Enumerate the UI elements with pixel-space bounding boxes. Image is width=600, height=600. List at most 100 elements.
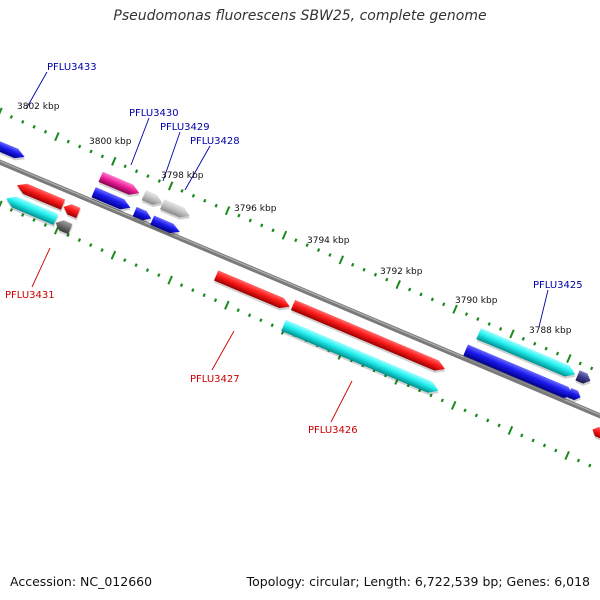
feature-pflu3431-red[interactable] bbox=[14, 180, 66, 213]
gene-label-PFLU3431[interactable]: PFLU3431 bbox=[5, 290, 55, 301]
outer-ruler-tick bbox=[430, 297, 434, 302]
feature-red-long-body[interactable] bbox=[290, 299, 447, 374]
gene-label-PFLU3433[interactable]: PFLU3433 bbox=[47, 62, 97, 73]
feature-blue-long[interactable] bbox=[463, 344, 578, 404]
feature-pflu3431-red-body[interactable] bbox=[15, 180, 66, 210]
gene-label-PFLU3428[interactable]: PFLU3428 bbox=[190, 136, 240, 147]
inner-ruler-tick bbox=[520, 433, 524, 438]
tick-label-3794: 3794 kbp bbox=[307, 236, 350, 246]
feature-forward-b-body[interactable] bbox=[132, 206, 153, 223]
feature-pflu3426[interactable] bbox=[281, 319, 442, 399]
outer-ruler-tick bbox=[464, 312, 469, 317]
feature-blue-small-body[interactable] bbox=[567, 388, 583, 402]
feature-pflu3425[interactable] bbox=[476, 328, 579, 382]
inner-ruler-tick bbox=[179, 283, 184, 288]
inner-ruler-tick bbox=[32, 218, 36, 222]
feature-red-small-body[interactable] bbox=[61, 202, 81, 219]
feature-pflu3428[interactable] bbox=[159, 199, 193, 223]
outer-ruler-tick bbox=[509, 329, 515, 339]
inner-ruler-tick bbox=[66, 233, 70, 237]
leader-pflu3430 bbox=[130, 117, 150, 166]
feature-forward-a[interactable] bbox=[91, 187, 134, 215]
feature-red-small[interactable] bbox=[61, 202, 82, 221]
outer-ruler-tick bbox=[328, 253, 332, 257]
feature-pflu3425-body[interactable] bbox=[476, 328, 577, 380]
gene-label-PFLU3425[interactable]: PFLU3425 bbox=[533, 280, 583, 291]
inner-ruler-tick bbox=[564, 450, 570, 461]
outer-ruler-tick bbox=[316, 248, 321, 252]
outer-ruler-tick bbox=[533, 341, 537, 346]
outer-ruler-tick bbox=[123, 164, 127, 169]
feature-pflu3433-tail-body[interactable] bbox=[0, 138, 27, 161]
outer-ruler-tick bbox=[134, 169, 139, 174]
leader-pflu3427 bbox=[211, 330, 235, 371]
outer-ruler-tick bbox=[157, 179, 161, 183]
outer-ruler-tick bbox=[224, 206, 231, 216]
feature-pflu3431-body[interactable] bbox=[4, 193, 59, 226]
gene-features[interactable] bbox=[0, 138, 600, 442]
inner-ruler-tick bbox=[213, 298, 218, 303]
gene-label-PFLU3427[interactable]: PFLU3427 bbox=[190, 374, 240, 385]
gene-label-PFLU3429[interactable]: PFLU3429 bbox=[160, 122, 210, 133]
feature-forward-a-body[interactable] bbox=[91, 187, 132, 213]
ruler-ticks-outer bbox=[0, 107, 594, 371]
feature-dark-gray-body[interactable] bbox=[53, 218, 73, 235]
feature-pflu3430[interactable] bbox=[98, 171, 143, 201]
tick-label-3798: 3798 kbp bbox=[161, 171, 204, 181]
outer-ruler-tick bbox=[305, 243, 309, 248]
inner-ruler-tick bbox=[270, 323, 274, 328]
feature-pflu3426-body[interactable] bbox=[281, 319, 440, 396]
outer-ruler-tick bbox=[338, 255, 345, 265]
feature-edge-red-body[interactable] bbox=[591, 425, 600, 439]
feature-pflu3429-body[interactable] bbox=[141, 190, 165, 208]
inner-ruler-tick bbox=[440, 398, 445, 403]
outer-ruler-tick bbox=[476, 317, 480, 321]
feature-pflu3427[interactable] bbox=[213, 270, 293, 314]
inner-ruler-tick bbox=[463, 408, 467, 413]
inner-ruler-tick bbox=[236, 308, 240, 313]
leader-pflu3433 bbox=[25, 71, 48, 110]
feature-forward-c[interactable] bbox=[149, 215, 182, 239]
feature-blue-long-body[interactable] bbox=[463, 344, 576, 402]
feature-pflu3430-body[interactable] bbox=[98, 171, 142, 198]
feature-pflu3431[interactable] bbox=[3, 193, 59, 228]
outer-ruler-tick bbox=[419, 292, 423, 297]
feature-pflu3433-tail[interactable] bbox=[0, 138, 28, 164]
inner-ruler-tick bbox=[588, 463, 592, 468]
feature-dark-gray[interactable] bbox=[53, 218, 74, 237]
feature-pflu3427-body[interactable] bbox=[214, 270, 292, 311]
leader-pflu3431 bbox=[31, 247, 51, 288]
outer-ruler-tick bbox=[66, 139, 70, 144]
inner-ruler-tick bbox=[145, 268, 150, 273]
outer-ruler-tick bbox=[43, 129, 48, 134]
feature-blue-small[interactable] bbox=[567, 388, 584, 404]
outer-ruler-tick bbox=[21, 119, 25, 124]
inner-ruler-tick bbox=[542, 443, 547, 448]
feature-forward-b[interactable] bbox=[132, 206, 154, 226]
feature-edge-red[interactable] bbox=[590, 425, 600, 442]
accession-label: Accession: NC_012660 bbox=[10, 574, 153, 589]
outer-ruler-tick bbox=[351, 262, 355, 267]
inner-ruler-tick bbox=[202, 293, 206, 298]
outer-ruler-tick bbox=[555, 351, 560, 356]
gene-label-PFLU3430[interactable]: PFLU3430 bbox=[129, 108, 179, 119]
feature-red-long[interactable] bbox=[290, 299, 448, 377]
genome-backbone-highlight bbox=[0, 160, 600, 416]
gene-label-PFLU3426[interactable]: PFLU3426 bbox=[308, 425, 358, 436]
inner-ruler-tick bbox=[191, 288, 195, 293]
feature-pflu3428-body[interactable] bbox=[160, 199, 192, 221]
outer-ruler-tick bbox=[521, 336, 526, 341]
outer-ruler-tick bbox=[203, 198, 207, 203]
tick-label-3792: 3792 kbp bbox=[380, 267, 423, 277]
map-title: Pseudomonas fluorescens SBW25, complete … bbox=[113, 8, 487, 24]
feature-forward-c-body[interactable] bbox=[150, 215, 182, 237]
outer-ruler-tick bbox=[237, 213, 241, 218]
feature-pflu3425-end[interactable] bbox=[575, 370, 594, 388]
inner-ruler-tick bbox=[167, 275, 173, 285]
tick-label-3788: 3788 kbp bbox=[529, 326, 572, 336]
leader-pflu3429 bbox=[162, 131, 181, 182]
feature-pflu3429[interactable] bbox=[141, 190, 166, 210]
outer-ruler-tick bbox=[281, 230, 288, 240]
feature-pflu3425-end-body[interactable] bbox=[575, 370, 592, 386]
